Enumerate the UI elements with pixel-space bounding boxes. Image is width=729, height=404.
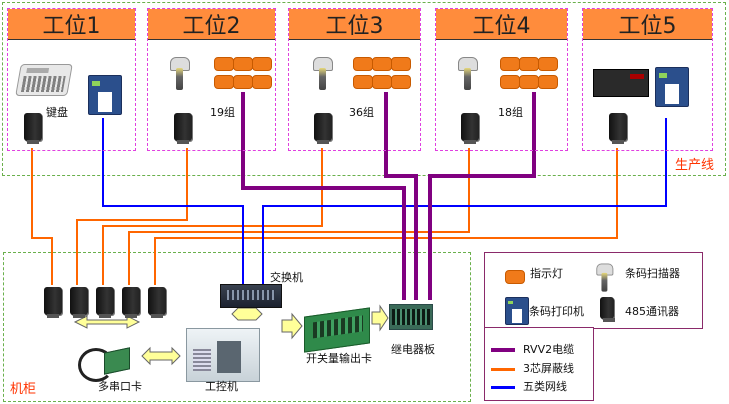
cabinet-label: 机柜 (10, 382, 37, 397)
wire-shielded-station1 (31, 148, 53, 285)
cabinet-zone (3, 252, 471, 402)
legend-icon-label: 条码打印机 (529, 305, 584, 318)
wire-shielded-station4 (128, 148, 470, 285)
indicator-lamp-icon (233, 57, 253, 71)
barcode-scanner-icon (313, 57, 333, 91)
station-1-title: 工位1 (8, 9, 135, 40)
wire-rvv2-station2 (241, 92, 406, 300)
indicator-lamp-icon (214, 75, 234, 89)
switch-label: 交换机 (270, 271, 303, 284)
indicator-lamp-icon (505, 270, 525, 284)
rs485-communicator-icon (461, 113, 479, 144)
station-2: 工位2 19组 (147, 8, 276, 151)
indicator-lamp-icon (538, 75, 558, 89)
multi-serial-card-icon (78, 342, 136, 382)
indicator-lamp-icon (252, 57, 272, 71)
indicator-lamp-icon (252, 75, 272, 89)
rs485-communicator-icon (174, 113, 192, 144)
rs485-communicator-icon (148, 287, 166, 318)
indicator-lamp-icon (372, 57, 392, 71)
legend-line-shielded (491, 368, 515, 371)
wire-shielded-station3 (102, 148, 323, 285)
arrow-ipc-output-card (281, 312, 303, 340)
network-switch-icon (220, 284, 282, 308)
barcode-scanner-icon (170, 57, 190, 91)
indicator-lamp-icon (214, 57, 234, 71)
relay-board-label: 继电器板 (391, 343, 435, 356)
indicator-lamp-icon (353, 57, 373, 71)
indicator-lamp-icon (538, 57, 558, 71)
lamp-group-count: 18组 (498, 106, 523, 119)
legend-icon-label: 指示灯 (530, 267, 563, 280)
legend-line-label: 五类网线 (523, 380, 567, 393)
indicator-lamp-icon (391, 57, 411, 71)
lamp-group-count: 19组 (210, 106, 235, 119)
production-line-zone (2, 2, 726, 176)
arrow-output-card-relay (371, 304, 389, 332)
legend-lines-box: RVV2电缆 3芯屏蔽线 五类网线 (484, 327, 594, 401)
digital-output-card-label: 开关量输出卡 (306, 352, 372, 365)
legend-line-label: 3芯屏蔽线 (523, 362, 574, 375)
rs485-communicator-icon (122, 287, 140, 318)
industrial-pc-icon (186, 328, 260, 382)
indicator-lamp-icon (519, 57, 539, 71)
rs485-communicator-icon (70, 287, 88, 318)
legend-line-label: RVV2电缆 (523, 343, 575, 356)
double-arrow-switch-ipc (231, 307, 263, 321)
wire-shielded-station5 (154, 148, 618, 285)
keyboard-icon (15, 64, 73, 96)
barcode-printer-icon (655, 67, 689, 107)
barcode-scanner-icon (458, 57, 478, 91)
wire-ethernet-station1 (102, 118, 244, 285)
keyboard-label: 键盘 (46, 106, 68, 119)
double-arrow-comms-multiport (73, 315, 141, 329)
rs485-communicator-icon (96, 287, 114, 318)
station-5: 工位5 (582, 8, 713, 151)
legend-icon-label: 485通讯器 (625, 305, 679, 318)
wire-ethernet-station5 (262, 118, 667, 285)
wire-shielded-station2 (76, 148, 188, 285)
indicator-lamp-icon (233, 75, 253, 89)
station-4-title: 工位4 (436, 9, 567, 40)
multi-serial-card-label: 多串口卡 (98, 380, 142, 393)
indicator-lamp-icon (391, 75, 411, 89)
rs485-communicator-icon (314, 113, 332, 144)
legend-line-ethernet (491, 386, 515, 389)
indicator-lamp-icon (519, 75, 539, 89)
station-3-title: 工位3 (289, 9, 420, 40)
wire-rvv2-station3 (384, 92, 418, 300)
barcode-scanner-icon (596, 263, 614, 293)
station-2-title: 工位2 (148, 9, 275, 40)
rs485-communicator-icon (600, 297, 615, 322)
station-1: 工位1 键盘 (7, 8, 136, 151)
indicator-lamp-icon (372, 75, 392, 89)
legend-icon-label: 条码扫描器 (625, 267, 680, 280)
double-arrow-multiport-ipc (141, 346, 181, 366)
indicator-lamp-icon (500, 75, 520, 89)
station-4: 工位4 18组 (435, 8, 568, 151)
keyboard-controller-icon (593, 69, 649, 97)
rs485-communicator-icon (44, 287, 62, 318)
legend-icons-box: 指示灯 条码扫描器 条码打印机 485通讯器 (484, 252, 703, 329)
station-3: 工位3 36组 (288, 8, 421, 151)
rs485-communicator-icon (24, 113, 42, 144)
production-line-label: 生产线 (675, 158, 715, 173)
indicator-lamp-icon (500, 57, 520, 71)
wire-rvv2-station4 (428, 92, 536, 300)
lamp-group-count: 36组 (349, 106, 374, 119)
barcode-printer-icon (88, 75, 122, 115)
indicator-lamp-icon (353, 75, 373, 89)
relay-board-icon (389, 304, 433, 330)
rs485-communicator-icon (609, 113, 627, 144)
station-5-title: 工位5 (583, 9, 712, 40)
barcode-printer-icon (505, 297, 529, 325)
industrial-pc-label: 工控机 (205, 380, 238, 393)
legend-line-rvv2 (491, 348, 515, 352)
